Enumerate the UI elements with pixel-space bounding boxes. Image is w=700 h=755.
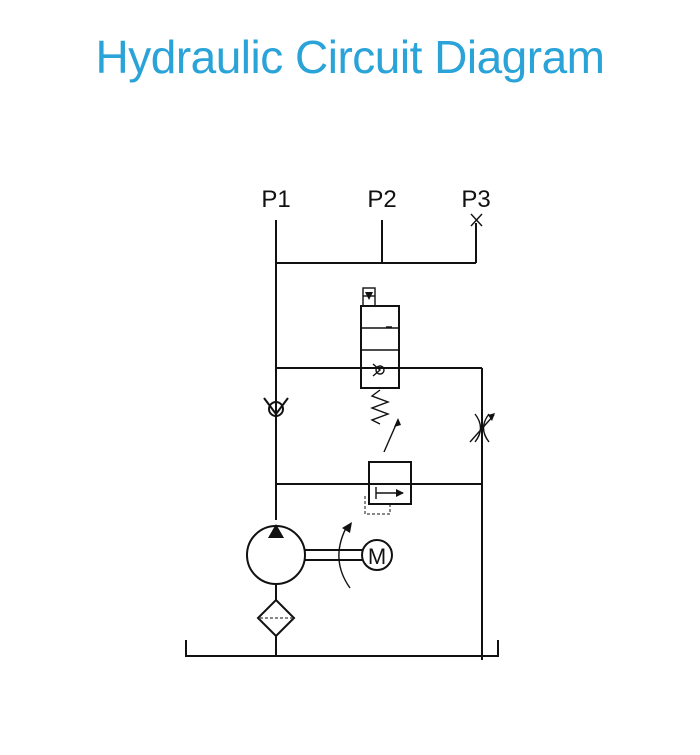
- port-label-p2: P2: [367, 186, 396, 213]
- port-label-p1: P1: [261, 186, 290, 213]
- port-label-p3: P3: [461, 186, 490, 213]
- check-valve: [263, 397, 289, 417]
- reservoir: [185, 640, 499, 657]
- port-p3-plug-icon: [470, 213, 483, 227]
- spring-icon: [370, 389, 390, 425]
- rotation-arrow-icon: [338, 522, 352, 589]
- oil-filter: [256, 598, 296, 638]
- hydraulic-pump: [246, 524, 362, 585]
- adjustable-throttle-valve: [469, 413, 495, 443]
- page-title: Hydraulic Circuit Diagram: [95, 31, 605, 83]
- port-lines: [275, 220, 477, 264]
- electric-motor: M: [361, 539, 393, 571]
- solenoid-directional-valve: [360, 287, 400, 389]
- adjust-arrow-icon: [383, 418, 401, 453]
- pressure-relief-valve: [364, 461, 412, 515]
- motor-label: M: [368, 544, 386, 569]
